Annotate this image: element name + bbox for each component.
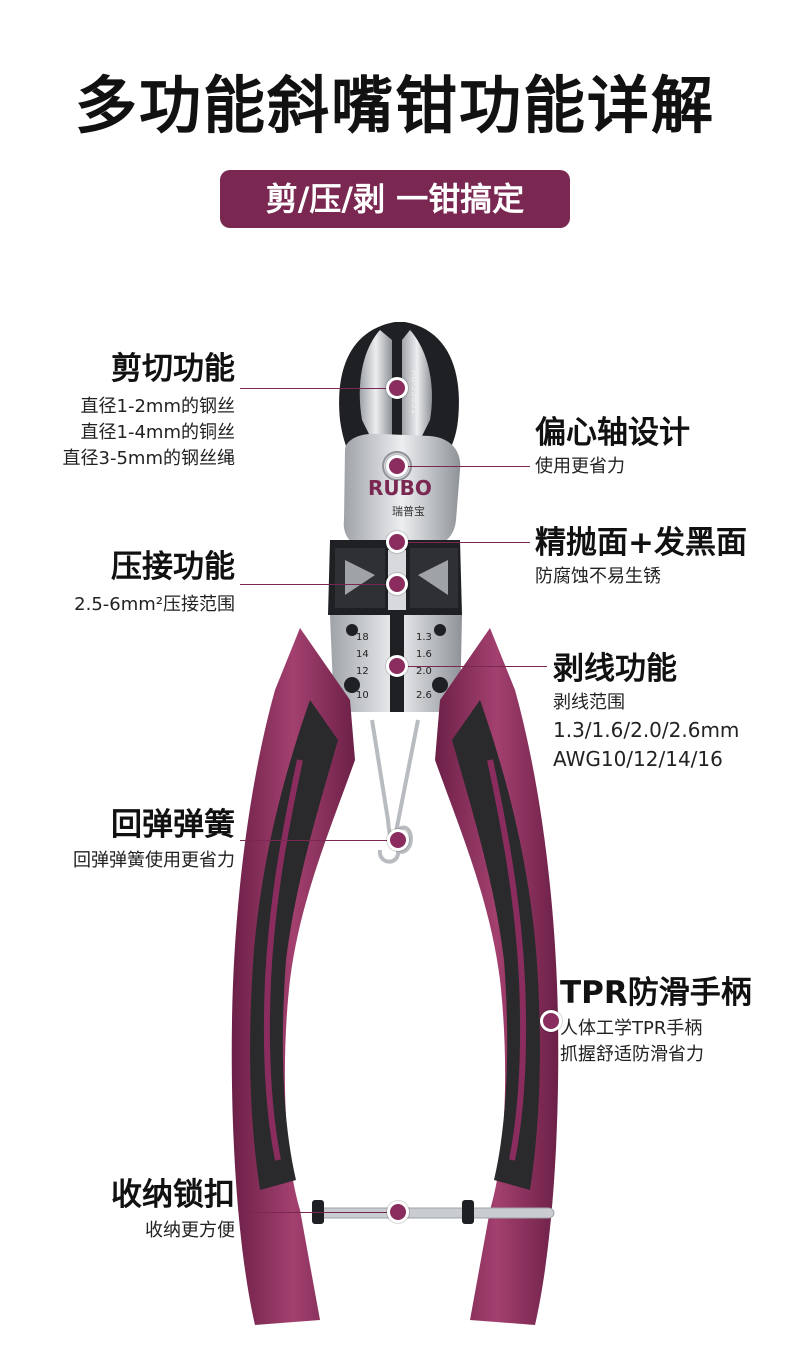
marker-handle [540, 1010, 562, 1032]
callout-cutting-line: 直径3-5mm的钢丝绳 [62, 447, 235, 469]
svg-text:1.6: 1.6 [416, 649, 432, 660]
callout-stripping-line: AWG10/12/14/16 [553, 746, 723, 771]
leader-cutting [240, 388, 397, 389]
leader-spring [240, 840, 398, 841]
callout-stripping: 剥线功能 剥线范围 1.3/1.6/2.0/2.6mm AWG10/12/14/… [553, 651, 740, 774]
callout-eccentric: 偏心轴设计 使用更省力 [535, 415, 690, 480]
leader-crimping [240, 584, 397, 585]
callout-cutting-line: 直径1-4mm的铜丝 [80, 421, 235, 443]
handle-right [435, 628, 559, 1325]
callout-crimping-heading: 压接功能 [111, 549, 235, 585]
callout-stripping-line: 剥线范围 [553, 691, 625, 713]
callout-cutting-heading: 剪切功能 [111, 351, 235, 387]
marker-lock [387, 1201, 409, 1223]
svg-text:2.0: 2.0 [416, 666, 432, 677]
leader-stripping [397, 666, 547, 667]
crimp-marks-left: 18 14 12 10 [356, 632, 369, 701]
svg-text:18: 18 [356, 632, 369, 643]
callout-stripping-heading: 剥线功能 [553, 651, 677, 687]
storage-lock [317, 1207, 555, 1219]
handle-left [231, 628, 355, 1325]
svg-text:10: 10 [356, 690, 369, 701]
callout-cutting: 剪切功能 直径1-2mm的钢丝 直径1-4mm的铜丝 直径3-5mm的钢丝绳 [62, 351, 235, 472]
callout-lock-heading: 收纳锁扣 [111, 1177, 235, 1213]
callout-handle-heading: TPR防滑手柄 [560, 975, 752, 1011]
marker-eccentric [386, 455, 408, 477]
marker-spring [387, 829, 409, 851]
cutting-edge-left [359, 330, 392, 440]
callout-handle-line: 人体工学TPR手柄 [560, 1017, 703, 1039]
leader-lock [240, 1212, 398, 1213]
marker-crimping [386, 573, 408, 595]
callout-handle-line: 抓握舒适防滑省力 [560, 1043, 704, 1065]
brand-cn: 瑞普宝 [392, 504, 425, 518]
svg-text:12: 12 [356, 666, 369, 677]
callout-eccentric-line: 使用更省力 [535, 455, 625, 477]
svg-text:14: 14 [356, 649, 369, 660]
svg-text:2.6: 2.6 [416, 690, 432, 701]
model-number: RB-33031 [409, 370, 419, 414]
callout-finish: 精抛面+发黑面 防腐蚀不易生锈 [535, 525, 747, 590]
callout-lock: 收纳锁扣 收纳更方便 [111, 1177, 235, 1244]
pivot-plate [343, 433, 461, 548]
callout-spring-line: 回弹弹簧使用更省力 [73, 849, 235, 871]
callout-spring-heading: 回弹弹簧 [111, 807, 235, 843]
callout-crimping-line: 2.5-6mm²压接范围 [74, 593, 235, 615]
callout-finish-line: 防腐蚀不易生锈 [535, 565, 661, 587]
callout-eccentric-heading: 偏心轴设计 [535, 415, 690, 451]
subtitle-badge: 剪/压/剥 一钳搞定 [220, 170, 570, 228]
callout-stripping-line: 1.3/1.6/2.0/2.6mm [553, 717, 740, 742]
callout-handle: TPR防滑手柄 人体工学TPR手柄 抓握舒适防滑省力 [560, 975, 752, 1068]
page-title: 多功能斜嘴钳功能详解 [74, 69, 715, 142]
callout-crimping: 压接功能 2.5-6mm²压接范围 [74, 549, 235, 618]
marker-cutting [386, 377, 408, 399]
leader-eccentric [397, 466, 530, 467]
svg-text:1.3: 1.3 [416, 632, 432, 643]
callout-finish-heading: 精抛面+发黑面 [535, 525, 747, 561]
marker-finish [386, 531, 408, 553]
cutting-edge-right [402, 330, 432, 440]
brand-logo: RUBO [368, 476, 432, 500]
callout-lock-line: 收纳更方便 [145, 1219, 235, 1241]
callout-cutting-line: 直径1-2mm的钢丝 [80, 395, 235, 417]
callout-spring: 回弹弹簧 回弹弹簧使用更省力 [73, 807, 235, 874]
crimp-marks-right: 1.3 1.6 2.0 2.6 [416, 632, 432, 701]
leader-finish [397, 542, 530, 543]
marker-stripping [386, 655, 408, 677]
